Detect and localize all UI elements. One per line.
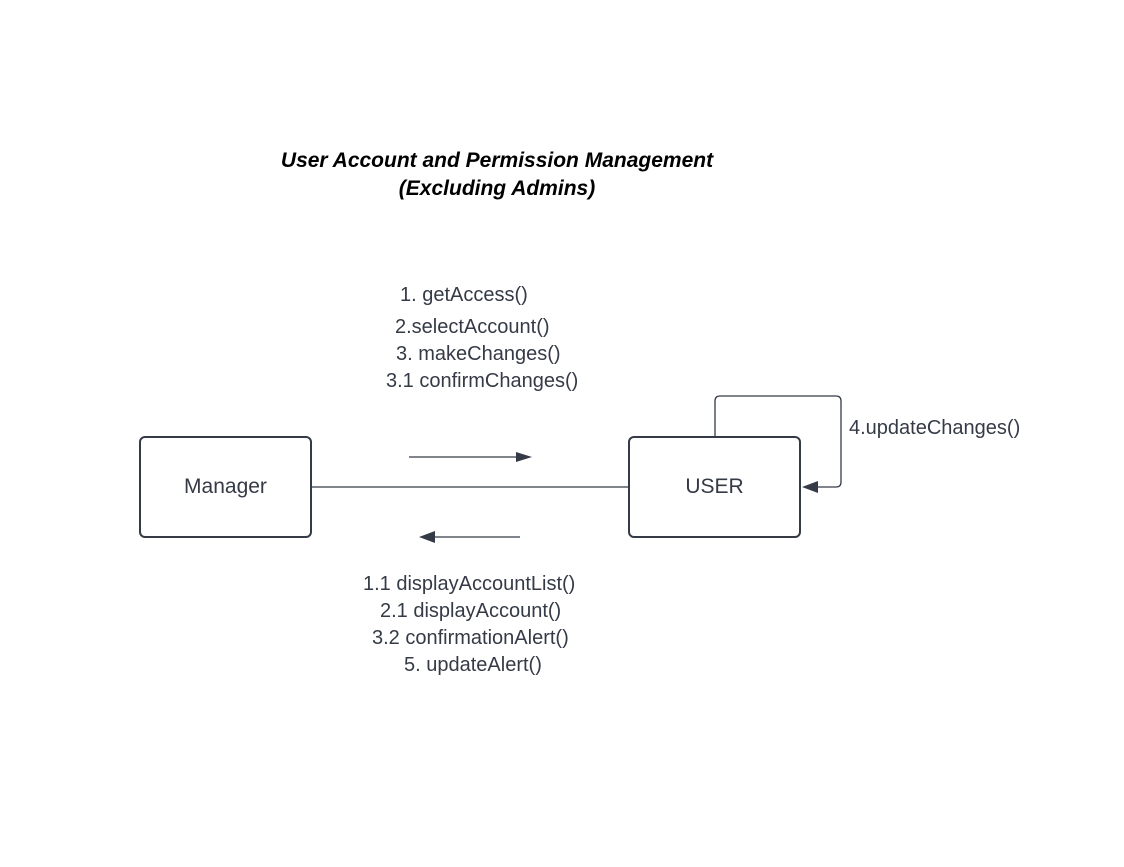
message-label: 2.selectAccount()	[395, 316, 550, 338]
arrow-to-user	[409, 452, 532, 462]
message-label: 5. updateAlert()	[404, 654, 542, 676]
user-node: USER	[628, 436, 801, 538]
self-loop-arrow	[714, 395, 842, 493]
message-label: 3. makeChanges()	[396, 343, 561, 365]
message-label: 1.1 displayAccountList()	[363, 573, 576, 595]
manager-node: Manager	[139, 436, 312, 538]
user-label: USER	[685, 475, 744, 498]
message-label: 1. getAccess()	[400, 284, 528, 306]
diagram-title-line-2: (Excluding Admins)	[398, 177, 596, 200]
message-label: 2.1 displayAccount()	[380, 600, 562, 622]
diagram-title-line-1: User Account and Permission Management	[280, 149, 714, 172]
message-label: 3.1 confirmChanges()	[386, 370, 579, 392]
self-message-label: 4.updateChanges()	[849, 417, 1021, 439]
arrow-to-manager	[419, 531, 520, 543]
diagram-title: User Account and Permission Management (…	[247, 147, 747, 203]
manager-label: Manager	[184, 475, 267, 498]
message-label: 3.2 confirmationAlert()	[372, 627, 569, 649]
